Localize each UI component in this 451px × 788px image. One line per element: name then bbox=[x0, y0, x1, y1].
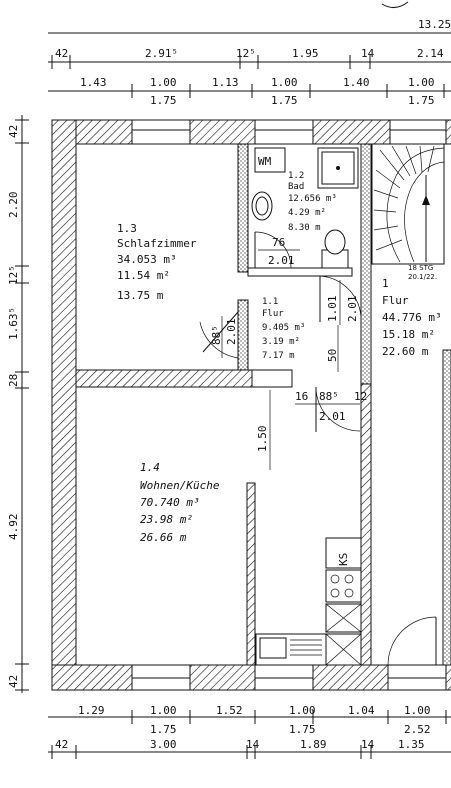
dim-left-1: 42 bbox=[7, 125, 20, 138]
schlaf-area: 11.54 m² bbox=[117, 269, 170, 282]
dim-top-2: 2.91⁵ bbox=[145, 47, 178, 60]
dim-top2-3: 1.13 bbox=[212, 76, 239, 89]
dim-top2-5: 1.40 bbox=[343, 76, 370, 89]
dim-bot-6: 1.00 bbox=[404, 704, 431, 717]
flur-small-area: 3.19 m² bbox=[262, 337, 300, 347]
schlaf-name: Schlafzimmer bbox=[117, 237, 197, 250]
bad-area: 4.29 m² bbox=[288, 208, 326, 218]
flur-small-vol: 9.405 m³ bbox=[262, 323, 305, 333]
dim-bot-4: 1.00 bbox=[289, 704, 316, 717]
flur-small-num: 1.1 bbox=[262, 297, 278, 307]
bad-num: 1.2 bbox=[288, 171, 304, 181]
stairs: 18 STG 20.1/22. bbox=[371, 143, 445, 281]
dim-bot2-3: 14 bbox=[246, 738, 260, 751]
left-dimensions: 42 2.20 12⁵ 1.63⁵ 28 4.92 42 bbox=[7, 115, 29, 693]
dim-bot-1: 1.29 bbox=[78, 704, 105, 717]
d12: 12 bbox=[354, 390, 367, 403]
walls bbox=[51, 119, 451, 691]
schlaf-door-w: 88⁵ bbox=[210, 325, 223, 345]
windows-top bbox=[131, 119, 447, 145]
dim-top2-2: 1.00 bbox=[150, 76, 177, 89]
dim-left-5: 28 bbox=[7, 374, 20, 387]
top-dimensions: 13.25 42 2.91⁵ 12⁵ 1.95 14 2.14 1.43 1.0… bbox=[48, 18, 451, 107]
dim-top2-6: 1.00 bbox=[408, 76, 435, 89]
dim-150: 1.50 bbox=[256, 426, 269, 453]
wohnen-num: 1.4 bbox=[140, 461, 160, 474]
wohnen-area: 23.98 m² bbox=[140, 513, 193, 526]
dim-bot-5: 1.04 bbox=[348, 704, 375, 717]
bad-door-w: 76 bbox=[272, 236, 285, 249]
bad-vol: 12.656 m³ bbox=[288, 194, 337, 204]
flur-vol: 44.776 m³ bbox=[382, 311, 442, 324]
corner-arc bbox=[381, 1, 409, 8]
bad-door-h: 2.01 bbox=[268, 254, 295, 267]
dim-top-1: 42 bbox=[55, 47, 68, 60]
room-flur: 1 Flur 44.776 m³ 15.18 m² 22.60 m bbox=[382, 277, 442, 358]
dim-top2-sub-3: 1.75 bbox=[408, 94, 435, 107]
wohnen-vol: 70.740 m³ bbox=[140, 496, 200, 509]
room-bad: 1.2 Bad 12.656 m³ 4.29 m² 8.30 m bbox=[288, 171, 337, 233]
dim-left-6: 4.92 bbox=[7, 514, 20, 541]
wohnen-perim: 26.66 m bbox=[140, 531, 187, 544]
kitchen: KS bbox=[255, 537, 362, 666]
flur-small-perim: 7.17 m bbox=[262, 351, 295, 361]
dim-bot-sub-1: 1.75 bbox=[150, 723, 177, 736]
wohnen-door-h: 2.01 bbox=[319, 410, 346, 423]
flur-area: 15.18 m² bbox=[382, 328, 435, 341]
windows-bottom bbox=[131, 664, 447, 691]
flur-small-name: Flur bbox=[262, 309, 284, 319]
flur-name: Flur bbox=[382, 294, 409, 307]
dim-bot-sub-3: 2.52 bbox=[404, 723, 431, 736]
dim-top2-1: 1.43 bbox=[80, 76, 107, 89]
schlaf-num: 1.3 bbox=[117, 222, 137, 235]
dim-bot-sub-2: 1.75 bbox=[289, 723, 316, 736]
flur-perim: 22.60 m bbox=[382, 345, 429, 358]
dim-bot-2: 1.00 bbox=[150, 704, 177, 717]
stairs-steps: 18 STG bbox=[408, 264, 433, 272]
dim-left-4: 1.63⁵ bbox=[7, 307, 20, 340]
wohnen-name: Wohnen/Küche bbox=[140, 479, 220, 492]
bad-name: Bad bbox=[288, 182, 304, 192]
flur-door-w: 1.01 bbox=[326, 296, 339, 323]
ks-label: KS bbox=[337, 553, 350, 566]
bottom-dimensions: 1.29 1.00 1.52 1.00 1.04 1.00 1.75 1.75 … bbox=[48, 704, 451, 759]
dim-overall: 13.25 bbox=[418, 18, 451, 31]
flur-door-h: 2.01 bbox=[346, 296, 359, 323]
room-wohnen: 1.4 Wohnen/Küche 70.740 m³ 23.98 m² 26.6… bbox=[140, 461, 220, 544]
dim-bot2-6: 1.35 bbox=[398, 738, 425, 751]
dim-top2-sub-2: 1.75 bbox=[271, 94, 298, 107]
room-flur-1-1: 1.1 Flur 9.405 m³ 3.19 m² 7.17 m bbox=[262, 297, 305, 361]
dim-left-3: 12⁵ bbox=[7, 265, 20, 285]
schlaf-door-h: 2.01 bbox=[225, 319, 238, 346]
wm-label: WM bbox=[258, 155, 272, 168]
flur-50: 50 bbox=[326, 349, 339, 362]
stairs-ratio: 20.1/22. bbox=[408, 273, 437, 281]
dim-top2-sub-1: 1.75 bbox=[150, 94, 177, 107]
dim-top-3: 12⁵ bbox=[236, 47, 256, 60]
dim-bot2-1: 42 bbox=[55, 738, 68, 751]
bad-perim: 8.30 m bbox=[288, 223, 321, 233]
dim-bot2-2: 3.00 bbox=[150, 738, 177, 751]
room-schlafzimmer: 1.3 Schlafzimmer 34.053 m³ 11.54 m² 13.7… bbox=[117, 222, 197, 302]
flur-num: 1 bbox=[382, 277, 389, 290]
dim-bot2-4: 1.89 bbox=[300, 738, 327, 751]
doors: 76 2.01 88⁵ 2.01 1.01 2.01 50 16 88⁵ 2.0… bbox=[199, 231, 437, 666]
dim-bot2-5: 14 bbox=[361, 738, 375, 751]
dim-top-4: 1.95 bbox=[292, 47, 319, 60]
schlaf-vol: 34.053 m³ bbox=[117, 253, 177, 266]
dim-bot-3: 1.52 bbox=[216, 704, 243, 717]
dim-left-7: 42 bbox=[7, 675, 20, 688]
dim-top-6: 2.14 bbox=[417, 47, 444, 60]
d16: 16 bbox=[295, 390, 308, 403]
dim-top-5: 14 bbox=[361, 47, 375, 60]
dim-left-2: 2.20 bbox=[7, 192, 20, 219]
wohnen-door-w: 88⁵ bbox=[319, 390, 339, 403]
schlaf-perim: 13.75 m bbox=[117, 289, 164, 302]
dim-top2-4: 1.00 bbox=[271, 76, 298, 89]
bad-fixtures: WM bbox=[251, 147, 359, 269]
